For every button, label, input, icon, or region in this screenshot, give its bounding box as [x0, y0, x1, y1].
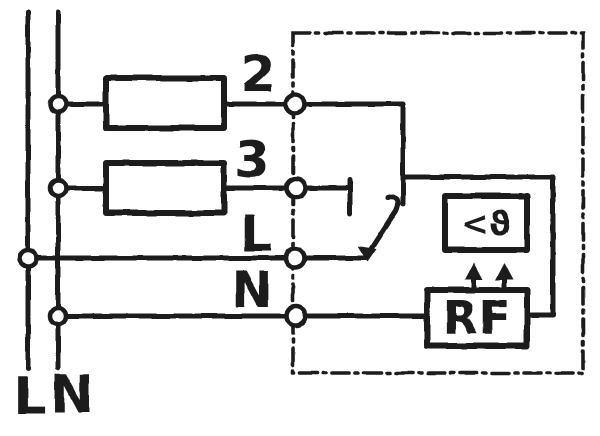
terminal-3-label: 3 [235, 131, 270, 189]
thermostat-box [442, 193, 530, 253]
bus-junction-terminal [47, 177, 69, 199]
bus-n-label: N [50, 365, 94, 425]
terminal-3 [284, 176, 308, 200]
radio-signal-arrows [465, 263, 513, 291]
rf-receiver-box [424, 287, 530, 349]
up-arrow-icon [465, 263, 483, 280]
thermostat-symbol: <ϑ [461, 204, 510, 243]
bus-junction-terminal [47, 305, 69, 327]
internal-rf-wire [400, 174, 556, 318]
terminal-2-label: 2 [241, 45, 276, 103]
receiver-label: RF [443, 291, 512, 345]
load-resistor-2 [103, 75, 227, 131]
terminal-n [284, 304, 308, 328]
bus-junction-terminal [17, 247, 39, 269]
up-arrow-icon [495, 263, 513, 280]
device-boundary [291, 31, 585, 375]
switch-blade-arrowhead [358, 246, 377, 262]
changeover-switch-blade [364, 194, 401, 259]
terminal-2 [283, 92, 307, 116]
terminal-l [283, 246, 307, 270]
terminal-n-label: N [231, 261, 273, 319]
bus-junction-terminal [47, 93, 69, 115]
bus-l-label: L [13, 367, 46, 427]
load-resistor-3 [103, 160, 227, 216]
terminal-l-label: L [240, 205, 272, 263]
